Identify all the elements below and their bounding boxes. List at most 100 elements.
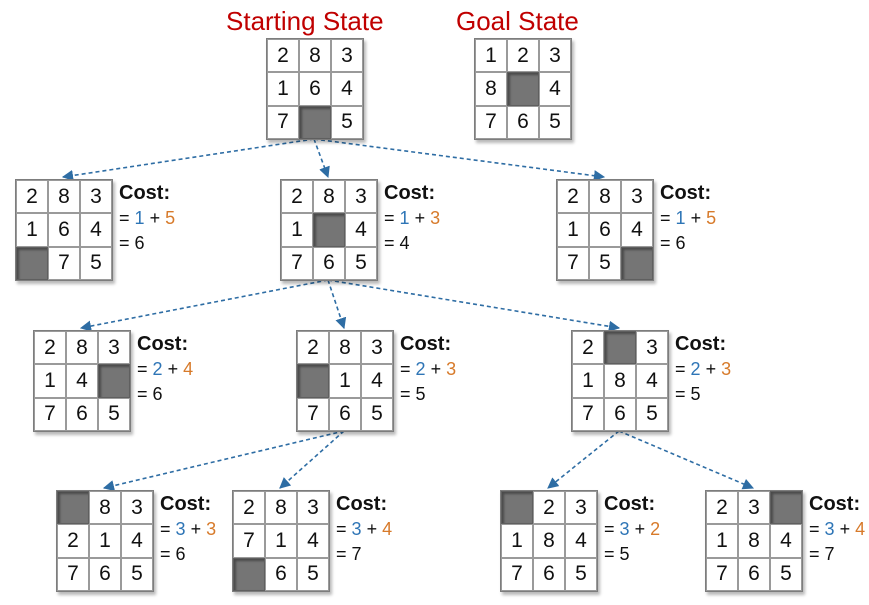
edge-l2-right-to-l3-c: [547, 430, 620, 489]
tile: 6: [299, 72, 331, 106]
tile: 2: [706, 491, 738, 525]
equals-sign: =: [160, 519, 171, 539]
tile: 3: [738, 491, 770, 525]
tile: 6: [66, 397, 98, 431]
cost-block-l1-right: Cost:= 1 + 5= 6: [660, 180, 716, 256]
cost-block-l3-c: Cost:= 3 + 2= 5: [604, 491, 660, 567]
tile: 4: [121, 524, 153, 558]
tile: 8: [738, 524, 770, 558]
tile: 3: [621, 180, 653, 214]
plus-sign: +: [690, 208, 702, 228]
tile: 3: [565, 491, 597, 525]
tile: 8: [299, 39, 331, 73]
tile: 5: [345, 246, 377, 280]
tile: 3: [361, 331, 393, 365]
cost-label: Cost:: [384, 182, 436, 204]
tile: 1: [706, 524, 738, 558]
cost-formula: = 1 + 5: [119, 206, 175, 231]
cost-formula: = 3 + 4: [336, 517, 392, 542]
edge-l2-right-to-l3-d: [618, 430, 755, 490]
cost-total: = 6: [160, 544, 186, 564]
tile: 7: [475, 105, 507, 139]
tile: 5: [636, 397, 668, 431]
heuristic-cost-h: 4: [382, 519, 393, 539]
tile: 4: [80, 213, 112, 247]
plus-sign: +: [430, 359, 442, 379]
tile: 6: [89, 557, 121, 591]
heuristic-cost-h: 2: [650, 519, 661, 539]
tile: 7: [572, 397, 604, 431]
path-cost-g: 1: [675, 208, 686, 228]
path-cost-g: 3: [175, 519, 186, 539]
plus-sign: +: [167, 359, 179, 379]
tile: 7: [233, 524, 265, 558]
tile: 7: [34, 397, 66, 431]
path-cost-g: 2: [415, 359, 426, 379]
equals-sign: =: [137, 359, 148, 379]
path-cost-g: 1: [134, 208, 145, 228]
tile: 4: [66, 364, 98, 398]
cost-formula: = 1 + 5: [660, 206, 716, 231]
plus-sign: +: [366, 519, 378, 539]
tile: 7: [57, 557, 89, 591]
path-cost-g: 3: [824, 519, 835, 539]
tile: 6: [313, 246, 345, 280]
tile: 1: [16, 213, 48, 247]
cost-label: Cost:: [675, 333, 727, 355]
tile: 8: [589, 180, 621, 214]
tile: 8: [533, 524, 565, 558]
tile: 3: [121, 491, 153, 525]
cost-block-l2-left: Cost:= 2 + 4= 6: [137, 331, 193, 407]
equals-sign: =: [336, 519, 347, 539]
blank-tile: [299, 105, 331, 139]
path-cost-g: 2: [152, 359, 163, 379]
cost-label: Cost:: [119, 182, 171, 204]
tile: 3: [636, 331, 668, 365]
tile: 8: [265, 491, 297, 525]
tile: 3: [297, 491, 329, 525]
cost-total: = 6: [137, 384, 163, 404]
tile: 8: [475, 72, 507, 106]
tile: 2: [267, 39, 299, 73]
tile: 5: [361, 397, 393, 431]
tile: 1: [267, 72, 299, 106]
heuristic-cost-h: 3: [430, 208, 441, 228]
tile: 3: [80, 180, 112, 214]
tile: 1: [501, 524, 533, 558]
blank-tile: [604, 331, 636, 365]
tile: 1: [34, 364, 66, 398]
cost-block-l3-b: Cost:= 3 + 4= 7: [336, 491, 392, 567]
cost-total: = 5: [604, 544, 630, 564]
tile: 1: [281, 213, 313, 247]
cost-total: = 6: [119, 233, 145, 253]
tile: 1: [89, 524, 121, 558]
tile: 5: [121, 557, 153, 591]
tile: 1: [265, 524, 297, 558]
tile: 8: [604, 364, 636, 398]
edge-l2-mid-to-l3-b: [279, 430, 345, 489]
tile: 7: [501, 557, 533, 591]
cost-block-l1-mid: Cost:= 1 + 3= 4: [384, 180, 440, 256]
tile: 7: [706, 557, 738, 591]
tile: 4: [331, 72, 363, 106]
tile: 5: [565, 557, 597, 591]
equals-sign: =: [400, 359, 411, 379]
tile: 3: [331, 39, 363, 73]
starting-state-title: Starting State: [226, 6, 384, 36]
tile: 1: [557, 213, 589, 247]
blank-tile: [16, 246, 48, 280]
plus-sign: +: [705, 359, 717, 379]
cost-block-l2-mid: Cost:= 2 + 3= 5: [400, 331, 456, 407]
cost-formula: = 3 + 2: [604, 517, 660, 542]
heuristic-cost-h: 5: [706, 208, 717, 228]
plus-sign: +: [839, 519, 851, 539]
blank-tile: [621, 246, 653, 280]
blank-tile: [233, 557, 265, 591]
edge-l1-mid-to-l2-right: [327, 279, 621, 332]
tile: 2: [533, 491, 565, 525]
